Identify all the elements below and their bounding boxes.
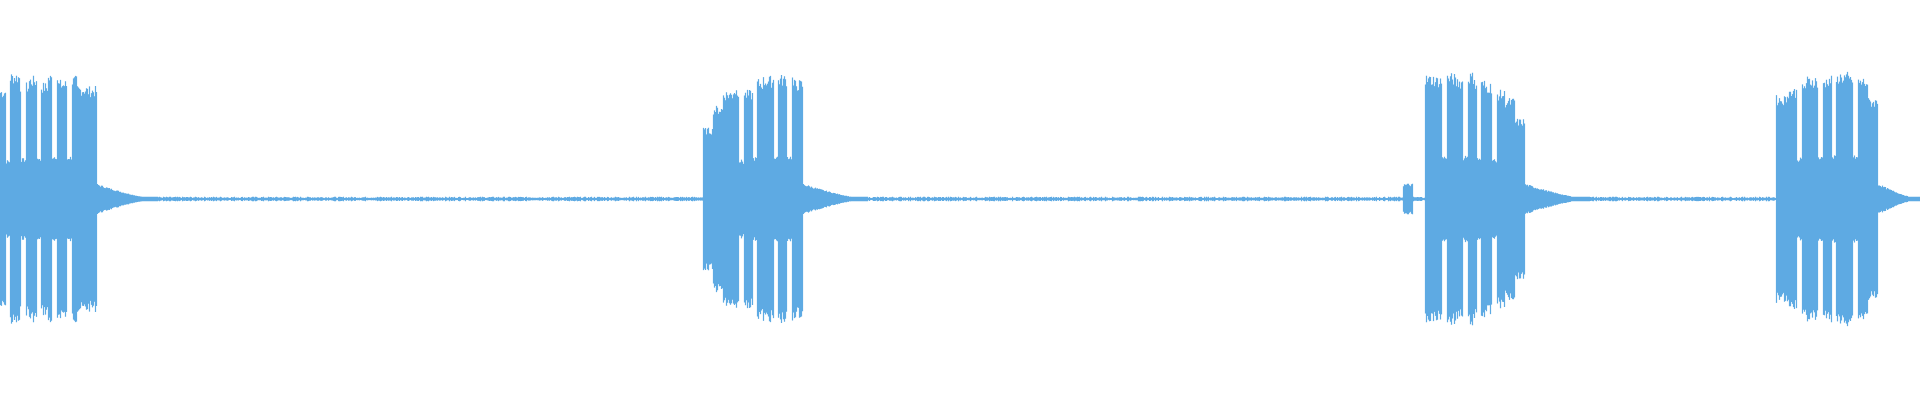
waveform-path: [0, 71, 1920, 327]
waveform-samples: [0, 71, 1920, 327]
